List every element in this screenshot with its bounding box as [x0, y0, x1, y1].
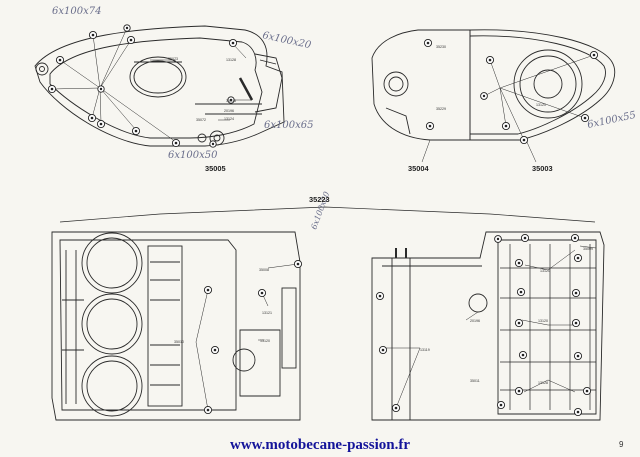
part-number-label: 13120 [536, 103, 546, 107]
right-crankcase-half [371, 231, 605, 421]
part-number-label: 13124 [224, 117, 234, 121]
part-number-label: 20196 [224, 109, 234, 113]
reference-number: 35003 [532, 164, 553, 173]
left-crankcase-half [51, 231, 301, 421]
part-number-label: 13119 [420, 348, 430, 352]
part-number-label: 35072 [196, 118, 206, 122]
part-number-label: 35230 [436, 45, 446, 49]
part-number-label: 35009 [583, 247, 593, 251]
website-url: www.motobecane-passion.fr [230, 437, 410, 453]
part-number-label: 13120 [540, 269, 550, 273]
left-engine-cover [34, 25, 285, 147]
part-number-label: 13121 [262, 311, 272, 315]
right-engine-covers [371, 29, 616, 141]
part-number-label: 20196 [470, 319, 480, 323]
handwritten-note: 6x100x50 [168, 150, 218, 161]
left-cover-leaders [51, 27, 252, 143]
reference-number: 35005 [205, 164, 226, 173]
part-number-label: 13120 [260, 339, 270, 343]
group-bracket [59, 206, 596, 223]
part-number-label: 13128 [538, 381, 548, 385]
left-cover-bolts [47, 24, 238, 148]
part-number-label: 35008 [259, 268, 269, 272]
handwritten-note: 6x100x55 [586, 110, 637, 131]
handwritten-note: 6x100x65 [264, 120, 313, 131]
handwritten-note: 6x100x74 [52, 6, 101, 17]
group-reference-number: 35223 [309, 195, 330, 204]
part-number-label: 13120 [538, 319, 548, 323]
reference-number: 35004 [408, 164, 429, 173]
part-number-label: 35073 [168, 57, 178, 61]
page-number: 9 [619, 440, 624, 449]
part-number-label: 13128 [226, 58, 236, 62]
part-number-label: 35011 [470, 379, 480, 383]
crankcase-ribs [500, 244, 596, 410]
handwritten-note: 6x100x20 [261, 30, 312, 51]
part-number-label: 35010 [174, 340, 184, 344]
part-number-label: 35013 [226, 99, 236, 103]
part-number-label: 35229 [436, 107, 446, 111]
